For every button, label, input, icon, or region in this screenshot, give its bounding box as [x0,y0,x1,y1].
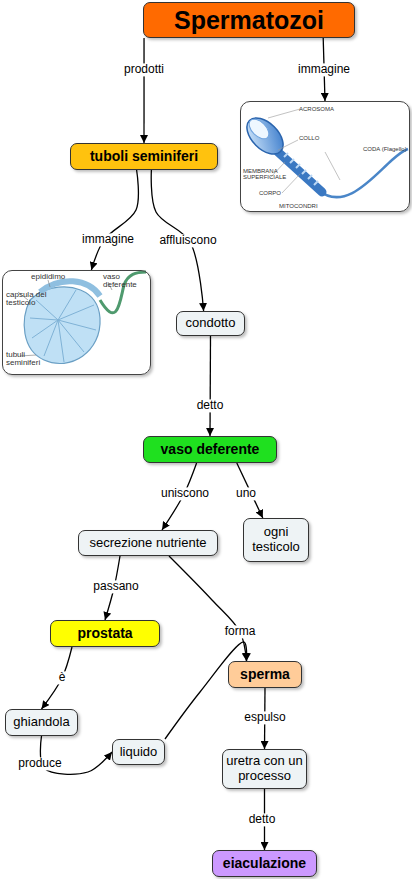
part-label: CODA (Flagello) [363,146,407,152]
part-label: capsula del testicolo [6,291,50,308]
part-label: vaso deferente [103,273,149,290]
node-text: tuboli seminiferi [90,148,198,164]
node-text: sperma [240,666,290,682]
node-text: uretra con un processo [223,754,306,784]
concept-box: ghiandola [5,709,78,736]
link-label: è [57,671,68,684]
image-background [3,271,150,374]
concept-box: ogni testicolo [243,518,309,562]
concept-box: tuboli seminiferi [70,143,218,170]
connector [42,647,73,709]
concept-box: secrezione nutriente [78,530,218,556]
concept-box: sperma [228,661,302,688]
link-label: affluiscono [157,234,218,247]
link-label: forma [223,625,258,638]
part-label: MEMBRANA SUPERFICIALE [243,168,299,181]
connector [169,556,247,661]
concept-box: eiaculazione [212,850,317,877]
image-box: epididimo vaso deferente capsula del testi… [2,270,151,375]
concept-box: vaso deferente [143,436,277,463]
node-text: vaso deferente [161,441,260,457]
part-label: CORPO [259,190,293,196]
link-label: passano [91,580,140,593]
link-label: produce [16,757,63,770]
node-text: ghiandola [13,715,69,730]
link-label: immagine [296,63,352,76]
sperm-tail [318,149,408,197]
part-label: epididimo [31,273,79,281]
node-text: prostata [77,625,132,641]
link-label: detto [247,813,278,826]
link-label: uno [234,487,258,500]
part-label: COLLO [299,135,329,141]
node-text: secrezione nutriente [89,536,206,551]
link-label: prodotti [122,63,166,76]
image-background [241,102,409,211]
tubule-lines [30,290,96,362]
link-label: uniscono [159,487,211,500]
part-label: MITOCONDRI [279,203,339,209]
node-text: eiaculazione [223,855,306,871]
sperm-body [278,152,322,192]
connector [165,642,247,739]
node-text: liquido [120,745,158,760]
link-label: detto [195,399,226,412]
part-label: tubuli seminiferi [6,351,48,368]
root-concept: Spermatozoi [143,2,355,38]
link-label: espulso [242,711,287,724]
concept-box: prostata [50,620,160,647]
connector [143,38,144,143]
concept-box: liquido [112,739,165,765]
mitochondria-stripes [284,153,318,185]
connector [209,336,211,436]
part-label: ACROSOMA [299,106,349,112]
link-label: immagine [80,233,136,246]
node-text: condotto [186,316,236,331]
leader-line [268,109,340,193]
concept-box: uretra con un processo [222,749,307,789]
connector [91,170,138,270]
acrosome-shape [246,116,273,143]
concept-box: condotto [176,311,245,336]
sperm-head [240,111,289,160]
image-box: ACROSOMA COLLO MEMBRANA SUPERFICIALE CORPO M… [240,101,410,212]
node-text: Spermatozoi [174,6,324,35]
node-text: ogni testicolo [244,525,308,555]
